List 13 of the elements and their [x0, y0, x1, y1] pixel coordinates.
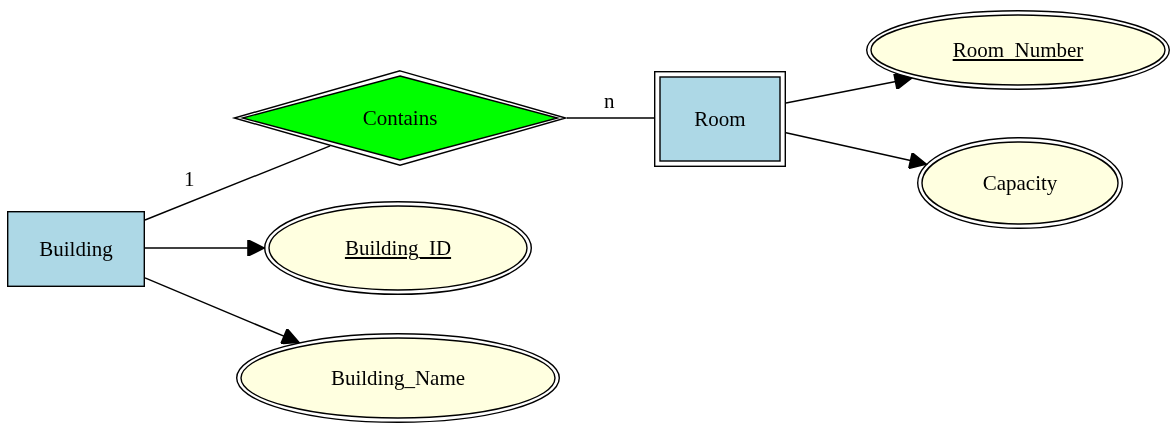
connector-line — [566, 117, 655, 119]
key-attribute-label: Room_Number — [952, 37, 1084, 63]
entity-label: Building — [39, 236, 113, 262]
arrow — [144, 239, 265, 257]
arrow — [785, 72, 912, 104]
connector-line — [144, 145, 331, 221]
arrow — [785, 132, 927, 170]
key-attribute-label: Building_ID — [344, 235, 452, 261]
attribute-label: Building_Name — [330, 365, 466, 391]
attribute-label: Capacity — [982, 170, 1058, 196]
arrow — [144, 277, 300, 345]
relationship-label: Contains — [362, 105, 438, 131]
entity-label: Room — [694, 106, 746, 132]
